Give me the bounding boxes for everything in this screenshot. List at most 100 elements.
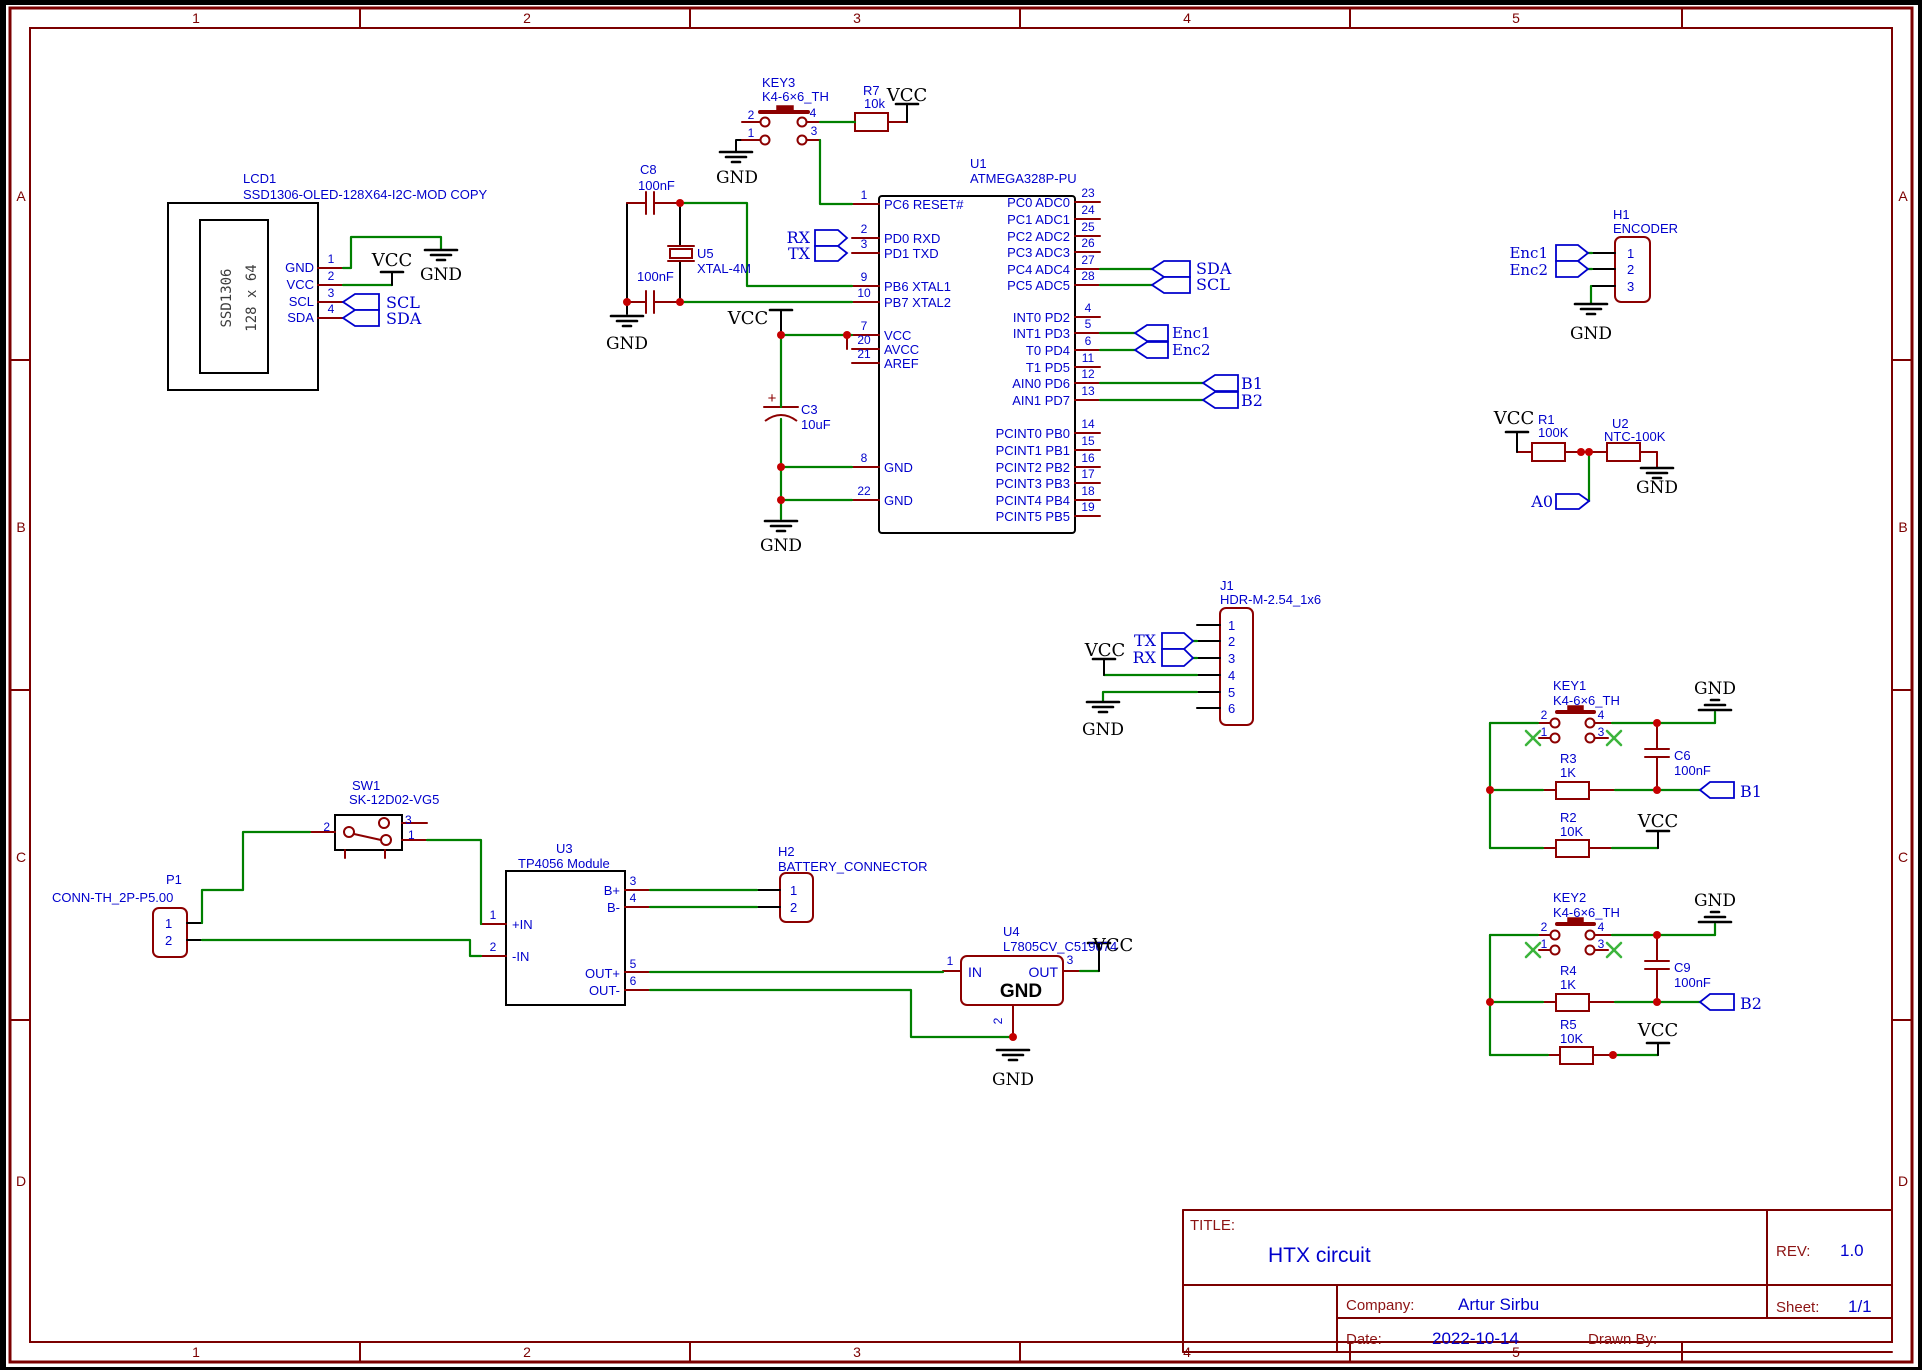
u1-pin-pb7: PB7 XTAL2 (884, 295, 951, 310)
u1-pin-pc4: PC4 ADC4 (1007, 262, 1070, 277)
component-bodies[interactable] (152, 105, 1651, 1065)
u1-num-5: 5 (1085, 317, 1092, 331)
net-flag-scl-lcd[interactable] (341, 293, 380, 311)
h2-ref: H2 (778, 844, 795, 859)
net-flag-b1-u1[interactable] (1201, 374, 1239, 392)
rev-value[interactable]: 1.0 (1840, 1241, 1864, 1260)
r5-value: 10K (1560, 1031, 1583, 1046)
frame-row-D: D (1898, 1173, 1908, 1189)
frame-column-2: 2 (523, 10, 531, 26)
u1-pin-aref: AREF (884, 356, 919, 371)
u4-num-3: 3 (1067, 953, 1074, 967)
company-value[interactable]: Artur Sirbu (1458, 1295, 1539, 1314)
net-flag-enc2-h1[interactable] (1555, 260, 1590, 278)
u1-pin-gnd2: GND (884, 493, 913, 508)
key2-value: K4-6×6_TH (1553, 905, 1620, 920)
net-enc2-u1: Enc2 (1172, 341, 1211, 359)
frame-row-A: A (16, 188, 26, 204)
lcd1-ref: LCD1 (243, 171, 276, 186)
net-flag-a0[interactable] (1555, 493, 1591, 510)
u1-pin-t0: T0 PD4 (1026, 343, 1070, 358)
u1-pin-pcint4: PCINT4 PB4 (996, 493, 1070, 508)
net-rx-u1: RX (787, 228, 811, 247)
net-flag-rx-j1[interactable] (1161, 648, 1195, 667)
h2-num-1: 1 (790, 883, 797, 898)
net-flag-b2-u1[interactable] (1201, 391, 1239, 409)
lcd1-screen-res: 128 x 64 (244, 264, 260, 331)
power-vcc-r1: VCC (1493, 408, 1535, 429)
u1-num-7: 7 (861, 319, 868, 333)
net-flag-enc1-h1[interactable] (1555, 244, 1590, 262)
u3-num-5: 5 (630, 957, 637, 971)
sheet-value[interactable]: 1/1 (1848, 1297, 1872, 1316)
net-flag-sda-lcd[interactable] (341, 309, 380, 327)
c3-value: 10uF (801, 417, 831, 432)
sheet-title[interactable]: HTX circuit (1268, 1244, 1371, 1267)
u1-num-4: 4 (1085, 301, 1092, 315)
u3-pin-bminus: B- (607, 900, 620, 915)
wires[interactable] (200, 120, 1717, 1057)
power-vcc-r2: VCC (1637, 811, 1679, 832)
frame-row-C: C (1898, 849, 1908, 865)
junction-dots (623, 199, 1661, 1059)
u3-pin-outplus: OUT+ (585, 966, 620, 981)
switch-contacts[interactable] (343, 116, 1596, 956)
title-block-grid (1182, 1209, 1893, 1353)
power-symbols[interactable] (379, 102, 1733, 1062)
lcd1-value: SSD1306-OLED-128X64-I2C-MOD COPY (243, 187, 488, 202)
net-tx-u1: TX (788, 244, 811, 263)
net-b1-u1: B1 (1241, 374, 1263, 393)
j1-num-6: 6 (1228, 701, 1235, 716)
u1-num-21: 21 (857, 347, 871, 361)
u1-num-9: 9 (861, 270, 868, 284)
net-flag-enc2-u1[interactable] (1133, 341, 1169, 359)
net-flag-tx-u1[interactable] (814, 245, 849, 262)
black-connections[interactable] (186, 139, 1616, 941)
u1-pin-pcint5: PCINT5 PB5 (996, 509, 1070, 524)
lcd1-pin-vcc: VCC (287, 277, 314, 292)
u1-pin-ain0: AIN0 PD6 (1012, 376, 1070, 391)
u4-value: L7805CV_C519074 (1003, 939, 1117, 954)
u1-num-25: 25 (1081, 220, 1095, 234)
u3-pin-bplus: B+ (604, 883, 620, 898)
u3-value: TP4056 Module (518, 856, 610, 871)
net-enc1-h1: Enc1 (1509, 244, 1548, 262)
u1-num-18: 18 (1081, 484, 1095, 498)
j1-value: HDR-M-2.54_1x6 (1220, 592, 1321, 607)
r4-ref: R4 (1560, 963, 1577, 978)
component-pins[interactable] (309, 110, 1670, 1056)
power-gnd-u2: GND (1636, 478, 1678, 498)
u1-pin-pb6: PB6 XTAL1 (884, 279, 951, 294)
u4-pin-out: OUT (1028, 964, 1058, 980)
net-b2-key2: B2 (1740, 994, 1762, 1013)
date-label: Date: (1346, 1331, 1382, 1348)
c3-plus: + (768, 390, 777, 407)
net-flag-sda-u1[interactable] (1150, 260, 1191, 278)
u1-pin-pc3: PC3 ADC3 (1007, 245, 1070, 260)
c9-value: 100nF (1674, 975, 1711, 990)
net-flag-enc1-u1[interactable] (1133, 324, 1169, 342)
u4-ref: U4 (1003, 924, 1020, 939)
power-vcc-r7: VCC (886, 85, 928, 106)
u3-ref: U3 (556, 841, 573, 856)
power-gnd-key2: GND (1694, 891, 1736, 911)
net-flag-scl-u1[interactable] (1150, 276, 1191, 294)
power-gnd-key1: GND (1694, 679, 1736, 699)
net-flag-tx-j1[interactable] (1161, 632, 1195, 650)
net-flag-b1-key1[interactable] (1698, 781, 1735, 799)
power-vcc-u4: VCC (1092, 935, 1134, 956)
date-value[interactable]: 2022-10-14 (1432, 1329, 1519, 1348)
h1-num-1: 1 (1627, 246, 1634, 261)
h2-value: BATTERY_CONNECTOR (778, 859, 928, 874)
net-flag-b2-key2[interactable] (1698, 993, 1735, 1011)
net-flag-rx-u1[interactable] (814, 229, 849, 247)
net-flags[interactable] (341, 229, 1735, 1011)
r5-ref: R5 (1560, 1017, 1577, 1032)
u1-pin-t1: T1 PD5 (1026, 360, 1070, 375)
key2-num-4: 4 (1598, 920, 1605, 934)
u1-num-12: 12 (1081, 367, 1095, 381)
key3-ref: KEY3 (762, 75, 795, 90)
j1-num-3: 3 (1228, 651, 1235, 666)
u1-num-2: 2 (861, 222, 868, 236)
